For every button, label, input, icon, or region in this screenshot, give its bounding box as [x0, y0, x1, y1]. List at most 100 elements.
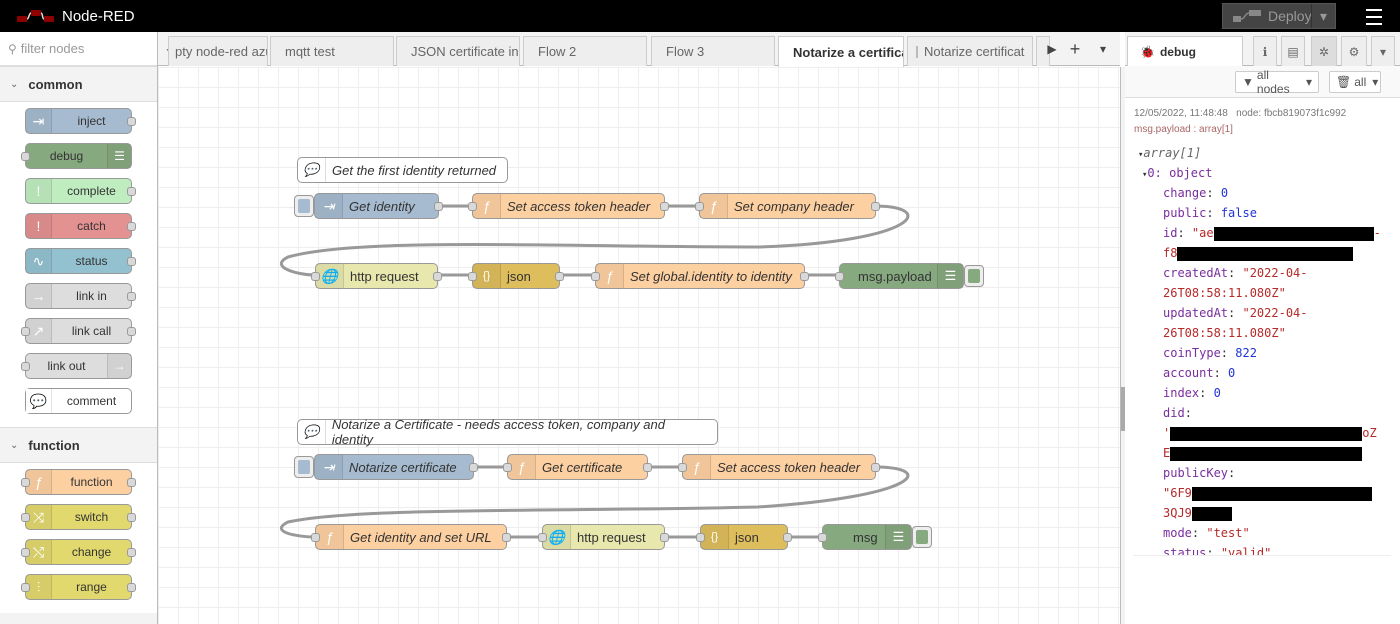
- inject-icon: ⇥: [26, 109, 52, 133]
- tree-field-cont: 26T08:58:11.080Z": [1163, 286, 1286, 300]
- comment-node[interactable]: 💬Notarize a Certificate - needs access t…: [297, 417, 718, 447]
- comment-icon: 💬: [298, 420, 326, 444]
- trash-icon: 🗑: [1336, 75, 1352, 89]
- flow-node-debug[interactable]: msg.payload☰: [835, 263, 964, 289]
- redaction: [1170, 446, 1363, 461]
- tab-info[interactable]: ℹ: [1253, 36, 1277, 66]
- bug-icon: 🐞: [1140, 44, 1155, 59]
- json-icon: {}: [473, 264, 501, 288]
- category-common-body: ⇥inject debug☰ !complete !catch ∿status …: [0, 102, 157, 427]
- main-menu-button[interactable]: [1358, 4, 1390, 28]
- flow-node-json[interactable]: {}json: [696, 524, 792, 550]
- tree-field: publicKey:: [1163, 466, 1236, 480]
- flow-node-inject[interactable]: ⇥Get identity: [314, 193, 443, 219]
- tree-field-cont: 'oZ: [1163, 426, 1377, 441]
- comment-node[interactable]: 💬Get the first identity returned: [297, 157, 508, 183]
- tree-field: mode: "test": [1163, 526, 1250, 540]
- debug-toggle-button[interactable]: [912, 526, 932, 548]
- inject-icon: ⇥: [315, 194, 343, 218]
- flow-node-inject[interactable]: ⇥Notarize certificate: [314, 454, 478, 480]
- palette-node-debug[interactable]: debug☰: [21, 143, 132, 169]
- tree-item[interactable]: ▾0: object: [1142, 166, 1213, 180]
- scroll-right-icon[interactable]: ▶: [1047, 42, 1057, 56]
- inject-trigger-button[interactable]: [294, 195, 314, 217]
- deploy-icon: [1233, 10, 1261, 22]
- tab-flow[interactable]: Notarize certificat: [907, 36, 1033, 66]
- tree-field-cont: "6F9: [1133, 483, 1391, 503]
- tree-field: change: 0: [1163, 186, 1229, 200]
- deploy-button[interactable]: Deploy ▾: [1222, 3, 1336, 29]
- tab-flow[interactable]: JSON certificate inp: [396, 36, 520, 66]
- tab-flow[interactable]: Flow 3: [651, 36, 775, 66]
- deploy-dropdown-caret-icon[interactable]: ▾: [1311, 4, 1335, 28]
- palette-node-complete[interactable]: !complete: [25, 178, 136, 204]
- link-in-icon: →: [26, 284, 52, 308]
- tab-flow[interactable]: mqtt test: [270, 36, 394, 66]
- tree-field: id: "ae-: [1163, 226, 1381, 241]
- tab-flow[interactable]: [1036, 36, 1050, 66]
- tab-debug[interactable]: 🐞debug: [1127, 36, 1243, 66]
- search-icon: ⚲: [8, 41, 17, 56]
- flow-node-debug[interactable]: msg☰: [818, 524, 912, 550]
- tree-root[interactable]: ▾array[1]: [1138, 146, 1202, 160]
- clear-messages-button[interactable]: 🗑all▾: [1329, 71, 1381, 93]
- palette-node-link-out[interactable]: link out→: [21, 353, 132, 379]
- chevron-down-icon: ▾: [1372, 75, 1379, 89]
- palette-node-switch[interactable]: ⤨switch: [21, 504, 136, 530]
- palette-node-change[interactable]: ⤭change: [21, 539, 136, 565]
- inject-icon: ⇥: [315, 455, 343, 479]
- debug-message: 12/05/2022, 11:48:48 node: fbcb819073f1c…: [1133, 104, 1391, 556]
- sidebar-tabs: 🐞debug ℹ ▤ ✲ ⚙ ▾: [1125, 32, 1400, 66]
- header-bar: Node-RED Deploy ▾: [0, 0, 1400, 32]
- bug-icon: ✲: [1318, 44, 1330, 59]
- tab-flow[interactable]: Flow 2: [523, 36, 647, 66]
- palette-node-link-in[interactable]: →link in: [25, 283, 136, 309]
- filter-nodes-button[interactable]: ▼all nodes▾: [1235, 68, 1319, 96]
- add-flow-icon[interactable]: +: [1069, 38, 1081, 59]
- tab-config[interactable]: ⚙: [1341, 36, 1367, 66]
- palette-node-status[interactable]: ∿status: [25, 248, 136, 274]
- tab-flow-active[interactable]: Notarize a certifica: [778, 36, 904, 67]
- palette-node-range[interactable]: ⫶range: [21, 574, 136, 600]
- chevron-down-icon: ⌄: [10, 439, 19, 451]
- workspace-tabs: ◀ pty node-red azu mqtt test JSON certif…: [158, 32, 1120, 67]
- filter-icon: ▼: [1242, 75, 1254, 89]
- comment-icon: 💬: [298, 158, 326, 182]
- debug-toggle-button[interactable]: [964, 265, 984, 287]
- palette-node-link-call[interactable]: ↗link call: [21, 318, 136, 344]
- tab-flow[interactable]: pty node-red azu: [168, 36, 268, 66]
- palette-node-comment[interactable]: 💬comment: [25, 388, 132, 414]
- sidebar-resize-handle[interactable]: [1120, 67, 1125, 624]
- tree-field: createdAt: "2022-04-: [1163, 266, 1308, 280]
- flow-node-json[interactable]: {}json: [468, 263, 564, 289]
- node-palette: ⚲ filter nodes ⌄common ⇥inject debug☰ !c…: [0, 32, 158, 624]
- redaction: [1191, 486, 1372, 501]
- palette-node-inject[interactable]: ⇥inject: [25, 108, 136, 134]
- link-out-icon: →: [107, 354, 131, 378]
- tree-field: coinType: 822: [1163, 346, 1257, 360]
- flow-node-http-request[interactable]: 🌐http request: [311, 263, 442, 289]
- function-icon: ƒ: [700, 194, 728, 218]
- flow-node-http-request[interactable]: 🌐http request: [538, 524, 669, 550]
- function-icon: ƒ: [316, 525, 344, 549]
- tab-debug-icon[interactable]: ✲: [1311, 36, 1337, 66]
- flow-list-caret-icon[interactable]: ▾: [1099, 42, 1107, 56]
- tab-help[interactable]: ▤: [1281, 36, 1305, 66]
- palette-node-catch[interactable]: !catch: [25, 213, 136, 239]
- function-icon: ƒ: [26, 470, 52, 494]
- flow-workspace[interactable]: 💬Get the first identity returned ⇥Get id…: [158, 67, 1120, 624]
- category-function-header[interactable]: ⌄function: [0, 427, 157, 463]
- inject-trigger-button[interactable]: [294, 456, 314, 478]
- tree-field-cont: 3QJ9: [1133, 503, 1391, 523]
- filter-nodes-input[interactable]: ⚲ filter nodes: [0, 32, 157, 66]
- category-common-header[interactable]: ⌄common: [0, 66, 157, 102]
- tab-menu[interactable]: ▾: [1371, 36, 1395, 66]
